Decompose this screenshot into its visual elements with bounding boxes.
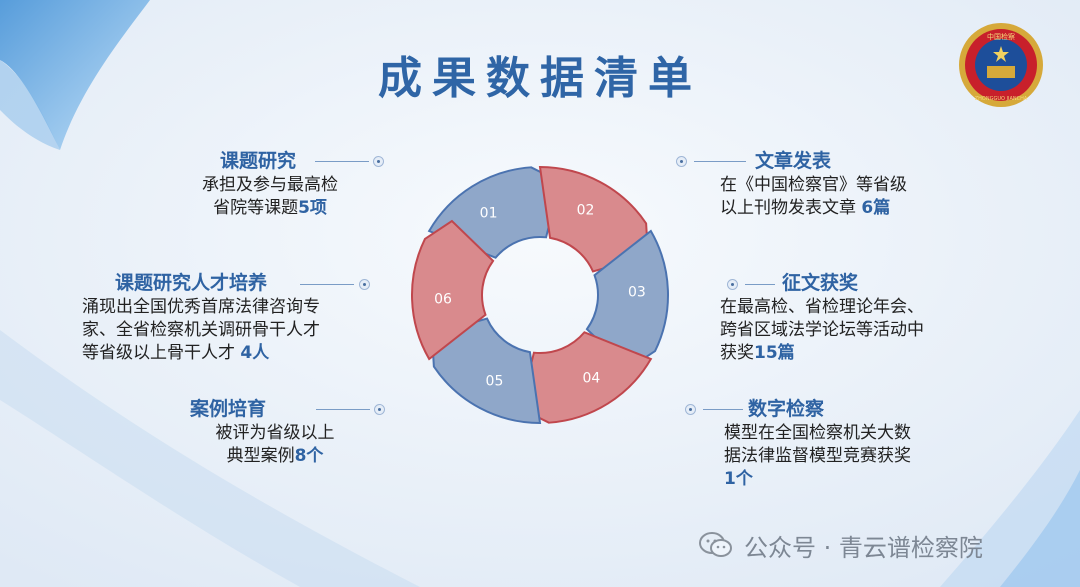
wheel-label-06: 06 (434, 291, 452, 307)
item-rencai-line1: 涌现出全国优秀首席法律咨询专 (82, 297, 320, 317)
item-shuzi-line1: 模型在全国检察机关大数 (724, 423, 911, 443)
item-rencai-line3: 等省级以上骨干人才 (82, 343, 241, 363)
item-wenzhang-count: 6篇 (861, 198, 891, 218)
item-wenzhang: 文章发表 在《中国检察官》等省级 以上刊物发表文章 6篇 (720, 148, 980, 220)
connector-line (694, 161, 746, 162)
connector-line (315, 161, 369, 162)
wheel-label-01: 01 (480, 206, 498, 222)
item-zhengwen-line1: 在最高检、省检理论年会、 (720, 297, 924, 317)
item-anli-line1: 被评为省级以上 (215, 423, 335, 443)
procuratorate-emblem-icon: 中国检察 ZHONGGUO JIANCHA (959, 23, 1043, 107)
page-title: 成果数据清单 (378, 53, 702, 104)
item-wenzhang-heading: 文章发表 (755, 150, 832, 172)
item-keti-line2: 省院等课题 (213, 198, 299, 218)
connector-dot (727, 279, 738, 290)
item-keti-line1: 承担及参与最高检 (202, 175, 338, 195)
item-anli-line2: 典型案例 (226, 446, 295, 466)
emblem-top-text: 中国检察 (987, 32, 1015, 41)
connector-dot (685, 404, 696, 415)
item-rencai-count: 4人 (240, 343, 270, 363)
item-shuzi-heading: 数字检察 (748, 398, 825, 420)
wheel-segment-05 (430, 317, 542, 425)
item-zhengwen-heading: 征文获奖 (782, 272, 859, 294)
wheel-segment-06 (411, 219, 495, 361)
connector-line (745, 284, 775, 285)
wheel-label-02: 02 (577, 202, 595, 218)
item-shuzi-line2: 据法律监督模型竞赛获奖 (724, 446, 911, 466)
item-zhengwen: 征文获奖 在最高检、省检理论年会、 跨省区域法学论坛等活动中 获奖15篇 (720, 270, 980, 365)
emblem-bottom-text: ZHONGGUO JIANCHA (975, 96, 1028, 102)
item-wenzhang-line2: 以上刊物发表文章 (720, 198, 862, 218)
connector-line (300, 284, 354, 285)
item-anli: 案例培育 被评为省级以上 典型案例8个 (185, 396, 365, 468)
connector-dot (359, 279, 370, 290)
wheel-segment-03 (585, 229, 669, 371)
wheel-label-04: 04 (582, 370, 600, 386)
connector-line (703, 409, 743, 410)
item-keti-heading: 课题研究 (220, 150, 297, 172)
watermark: 公众号 · 青云谱检察院 (744, 534, 983, 562)
item-rencai-line2: 家、全省检察机关调研骨干人才 (82, 320, 320, 340)
wheel-segment-04 (518, 331, 653, 424)
connector-line (316, 409, 370, 410)
item-zhengwen-count: 15篇 (754, 343, 795, 363)
item-rencai-heading: 课题研究人才培养 (115, 272, 268, 294)
item-shuzi: 数字检察 模型在全国检察机关大数 据法律监督模型竞赛获奖 1个 (724, 396, 984, 491)
item-zhengwen-line2: 跨省区域法学论坛等活动中 (720, 320, 924, 340)
item-wenzhang-line1: 在《中国检察官》等省级 (720, 175, 907, 195)
wheel-label-05: 05 (486, 374, 504, 390)
cycle-wheel: 01 02 03 04 05 06 (411, 165, 669, 425)
item-rencai: 课题研究人才培养 涌现出全国优秀首席法律咨询专 家、全省检察机关调研骨干人才 等… (82, 270, 352, 365)
item-anli-count: 8个 (294, 446, 324, 466)
item-shuzi-count: 1个 (724, 469, 753, 489)
connector-dot (676, 156, 687, 167)
item-keti: 课题研究 承担及参与最高检 省院等课题5项 (190, 148, 350, 220)
item-keti-count: 5项 (298, 198, 327, 218)
wheel-segment-02 (538, 165, 650, 273)
wheel-label-03: 03 (628, 285, 646, 301)
connector-dot (373, 156, 384, 167)
connector-dot (374, 404, 385, 415)
wechat-icon (699, 532, 732, 557)
item-anli-heading: 案例培育 (190, 398, 267, 420)
item-zhengwen-line3: 获奖 (720, 343, 754, 363)
